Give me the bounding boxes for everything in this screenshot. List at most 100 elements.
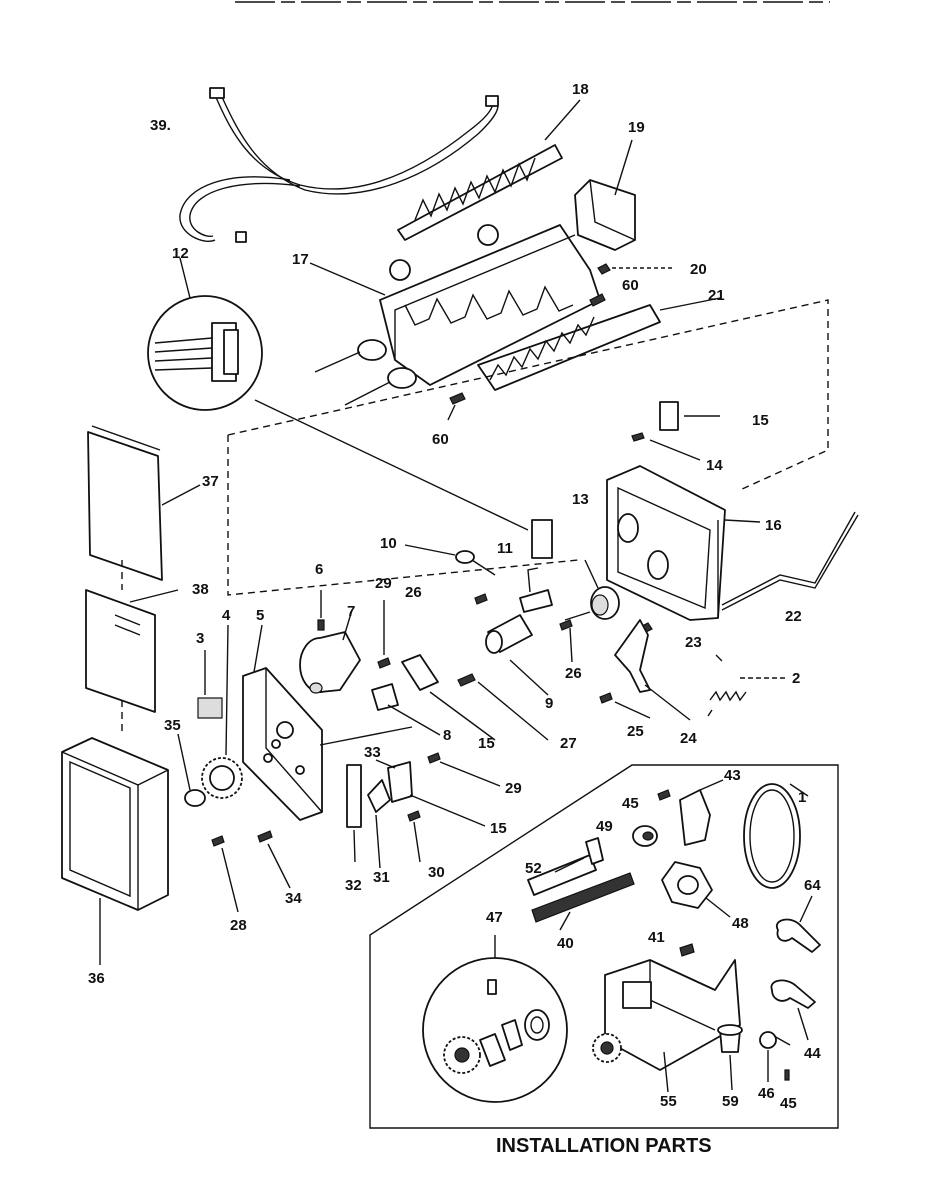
motor-part-13 (564, 559, 620, 621)
screw-part-26-a (474, 593, 488, 605)
screw-part-34 (257, 830, 291, 889)
screw-part-26-b (559, 619, 573, 663)
valve-detail-part-47 (422, 935, 568, 1103)
label-25: 25 (627, 723, 644, 740)
label-52: 52 (525, 860, 542, 877)
clip-part-11 (519, 567, 553, 613)
label-16: 16 (765, 517, 782, 534)
fitting-part-52 (527, 837, 604, 896)
label-8: 8 (443, 727, 451, 744)
mounting-plate-part-5 (242, 624, 413, 821)
label-10: 10 (380, 535, 397, 552)
coupler-part-9 (485, 614, 549, 696)
leader-part-15-lower (409, 794, 486, 827)
label-64: 64 (804, 877, 821, 894)
label-29-lower: 29 (505, 780, 522, 797)
label-12: 12 (172, 245, 189, 262)
label-4: 4 (222, 607, 231, 624)
switch-part-31 (367, 779, 391, 869)
assembly-bracket-left (227, 435, 579, 596)
label-39: 39. (150, 117, 171, 134)
thermostat-part-10 (404, 544, 496, 576)
installation-parts-caption: INSTALLATION PARTS (496, 1135, 712, 1157)
ejector-part-18 (397, 99, 581, 241)
lever-part-24 (614, 619, 691, 721)
switch-part-15-mid (401, 654, 496, 741)
label-30: 30 (428, 864, 445, 881)
connector-detail-part-12 (147, 257, 529, 531)
label-45-upper: 45 (622, 795, 639, 812)
label-18: 18 (572, 81, 589, 98)
switch-part-15-top (659, 401, 720, 431)
grommet-part-59 (717, 1024, 743, 1091)
label-60-upper: 60 (622, 277, 639, 294)
bracket-part-43 (679, 779, 724, 846)
label-43: 43 (724, 767, 741, 784)
label-22: 22 (785, 608, 802, 625)
label-48: 48 (732, 915, 749, 932)
screw-part-30 (407, 810, 421, 863)
wire-harness-part-39 (179, 87, 499, 243)
label-24: 24 (680, 730, 697, 747)
housing-part-16 (606, 465, 761, 621)
manual-part-37 (87, 425, 201, 581)
label-38: 38 (192, 581, 209, 598)
label-29-upper: 29 (375, 575, 392, 592)
installation-parts-panel (369, 764, 839, 1129)
screw-part-20 (597, 263, 672, 275)
assembly-bracket-upper (227, 299, 829, 491)
label-60-lower: 60 (432, 431, 449, 448)
label-15-lower: 15 (490, 820, 507, 837)
label-9: 9 (545, 695, 553, 712)
label-27: 27 (560, 735, 577, 752)
label-15-top: 15 (752, 412, 769, 429)
label-7: 7 (347, 603, 355, 620)
label-46: 46 (758, 1085, 775, 1102)
tube-part-1 (743, 783, 809, 889)
label-40: 40 (557, 935, 574, 952)
cam-part-35 (177, 733, 206, 807)
part-number-labels: 1 2 3 4 5 6 7 8 9 10 11 12 13 14 15 15 1… (88, 81, 821, 1112)
cover-part-19 (574, 139, 636, 251)
ice-mold-part-17 (309, 224, 601, 406)
screw-part-45-lower (784, 1069, 790, 1081)
label-6: 6 (315, 561, 323, 578)
label-49: 49 (596, 818, 613, 835)
motor-part-7 (299, 609, 361, 694)
connector-part-11 (531, 519, 553, 559)
clamp-part-44 (770, 979, 816, 1041)
label-36: 36 (88, 970, 105, 987)
label-26-a: 26 (405, 584, 422, 601)
label-33: 33 (364, 744, 381, 761)
label-3: 3 (196, 630, 204, 647)
label-35: 35 (164, 717, 181, 734)
label-11: 11 (497, 540, 513, 557)
screw-part-27 (457, 673, 549, 741)
screw-part-29-upper (377, 600, 391, 669)
label-32: 32 (345, 877, 362, 894)
label-19: 19 (628, 119, 645, 136)
label-17: 17 (292, 251, 309, 268)
label-44: 44 (804, 1045, 821, 1062)
label-28-a: 28 (230, 917, 247, 934)
label-5: 5 (256, 607, 264, 624)
label-26-b: 26 (565, 665, 582, 682)
label-37: 37 (202, 473, 219, 490)
clamp-part-64 (775, 895, 821, 953)
label-2: 2 (792, 670, 800, 687)
screw-part-60-lower (447, 392, 466, 421)
label-45-lower: 45 (780, 1095, 797, 1112)
gear-part-4 (201, 624, 243, 799)
instructions-part-38 (85, 589, 179, 713)
label-34: 34 (285, 890, 302, 907)
label-15-mid: 15 (478, 735, 495, 752)
nut-part-49 (632, 825, 658, 847)
label-31: 31 (373, 869, 390, 886)
screw-part-45-upper (657, 789, 671, 801)
shutoff-arm-part-22 (721, 511, 859, 611)
label-part-3 (197, 650, 223, 719)
label-20: 20 (690, 261, 707, 278)
label-41: 41 (648, 929, 665, 946)
screw-part-28 (211, 835, 239, 913)
